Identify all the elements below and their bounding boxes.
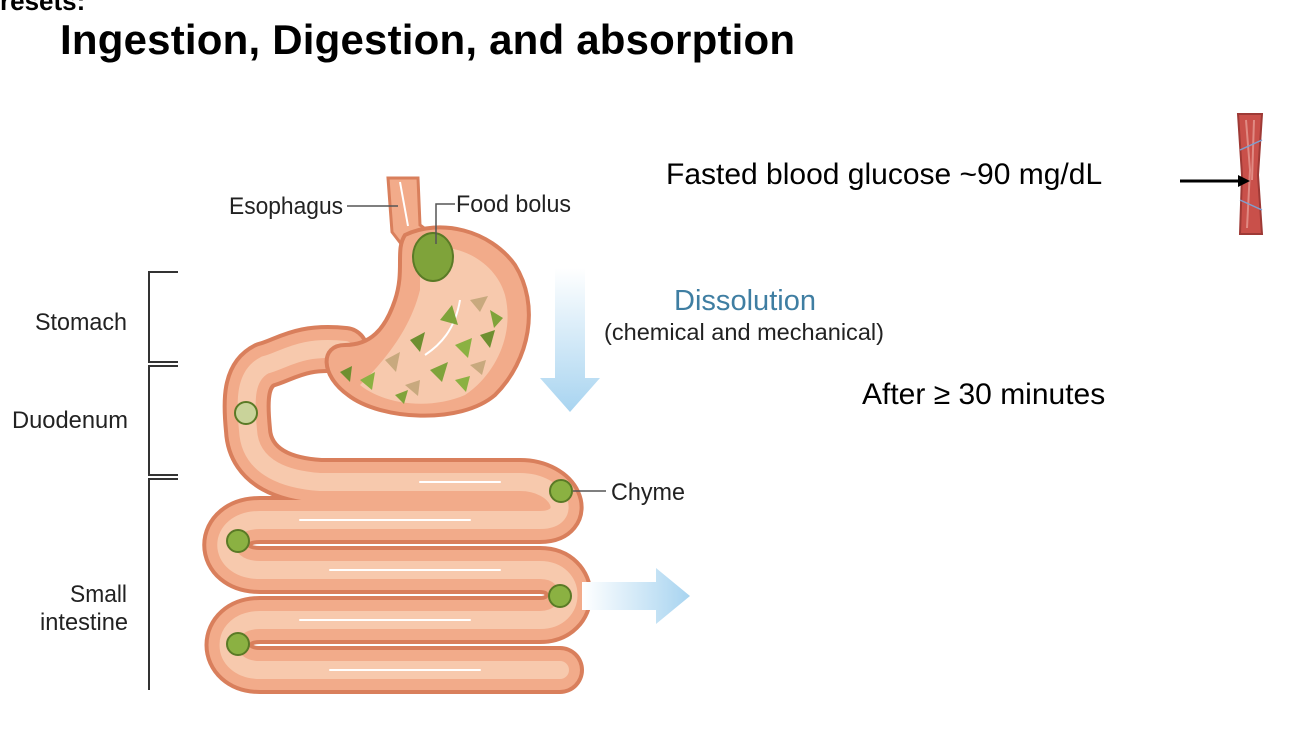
stomach	[324, 225, 531, 418]
stomach-bracket	[148, 271, 178, 363]
region-brackets	[148, 271, 178, 690]
dissolution-arrow	[540, 268, 600, 412]
intestine	[202, 325, 593, 694]
food-fragments	[340, 296, 503, 404]
duodenum-label: Duodenum	[12, 407, 128, 434]
fasted-glucose-label: Fasted blood glucose ~90 mg/dL	[666, 158, 1103, 191]
stomach-flow-arrow	[424, 299, 461, 356]
time-after-label: After ≥ 30 minutes	[862, 378, 1106, 411]
intestine-lumen	[217, 340, 578, 679]
dissolution-label: Dissolution	[674, 285, 816, 317]
chyme-dots	[226, 401, 573, 656]
chyme-label: Chyme	[611, 479, 685, 506]
food-bolus-mass	[412, 232, 454, 282]
absorption-arrow	[582, 568, 690, 624]
flow-arrows	[299, 481, 501, 671]
cut-off-heading: resets:	[0, 0, 86, 16]
stomach-label: Stomach	[35, 309, 127, 336]
glucose-pointer-arrow	[1180, 175, 1250, 187]
small-intestine-label-line2: intestine	[40, 609, 128, 636]
small-intestine-label-line1: Small	[70, 581, 127, 608]
esophagus-label: Esophagus	[229, 193, 343, 220]
food-bolus-label: Food bolus	[456, 191, 571, 218]
dissolution-sub-label: (chemical and mechanical)	[604, 319, 884, 345]
leader-lines	[347, 203, 606, 492]
digestive-diagram: Esophagus Food bolus Stomach Duodenum Ch…	[12, 113, 1264, 694]
small-intestine-bracket	[148, 478, 178, 690]
blood-vessel	[1236, 113, 1264, 235]
duodenum-bracket	[148, 365, 178, 476]
slide-title: Ingestion, Digestion, and absorption	[60, 16, 796, 63]
